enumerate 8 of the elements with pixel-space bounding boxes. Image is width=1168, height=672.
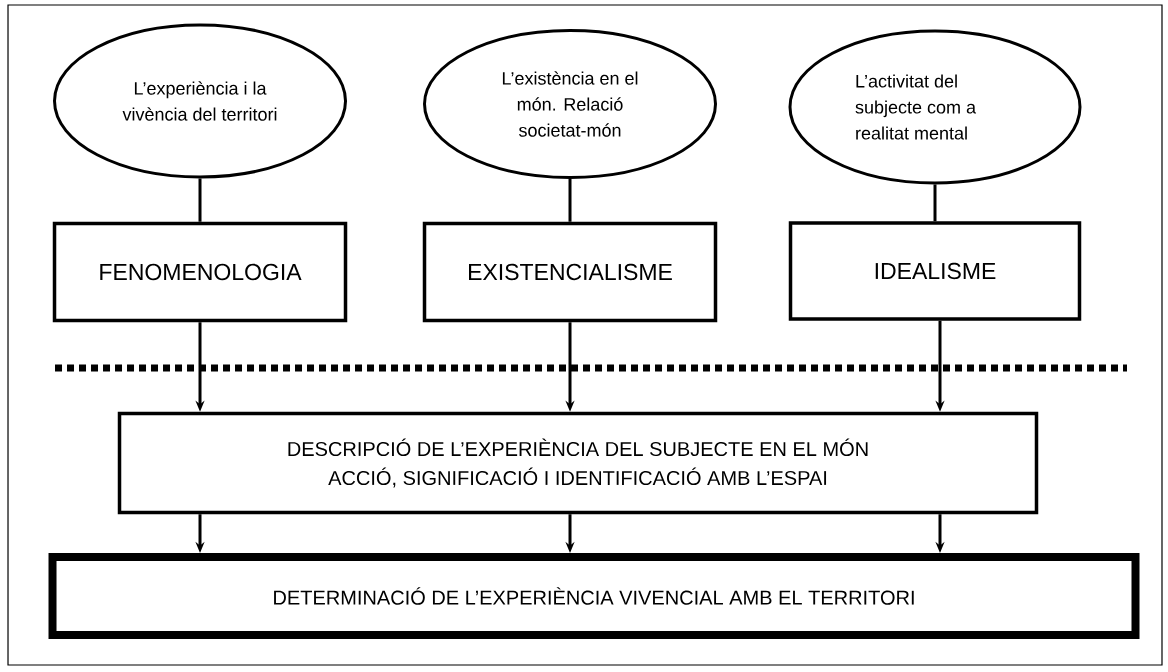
process-box: FENOMENOLOGIA <box>52 221 348 323</box>
result-box: DETERMINACIÓ DE L’EXPERIÈNCIA VIVENCIAL AMB EL TERRITORI <box>48 553 1140 639</box>
process-box: IDEALISME <box>788 221 1082 321</box>
connector-line <box>933 184 937 222</box>
process-box: DESCRIPCIÓ DE L’EXPERIÈNCIA DEL SUBJECTE EN EL MÓN ACCIÓ, SIGNIFICACIÓ I IDENTIFICACIÓ AMB L’ESPAI <box>117 411 1039 515</box>
process-box: EXISTENCIALISME <box>422 221 718 323</box>
connector-line <box>198 178 202 222</box>
connector-line <box>568 179 572 222</box>
